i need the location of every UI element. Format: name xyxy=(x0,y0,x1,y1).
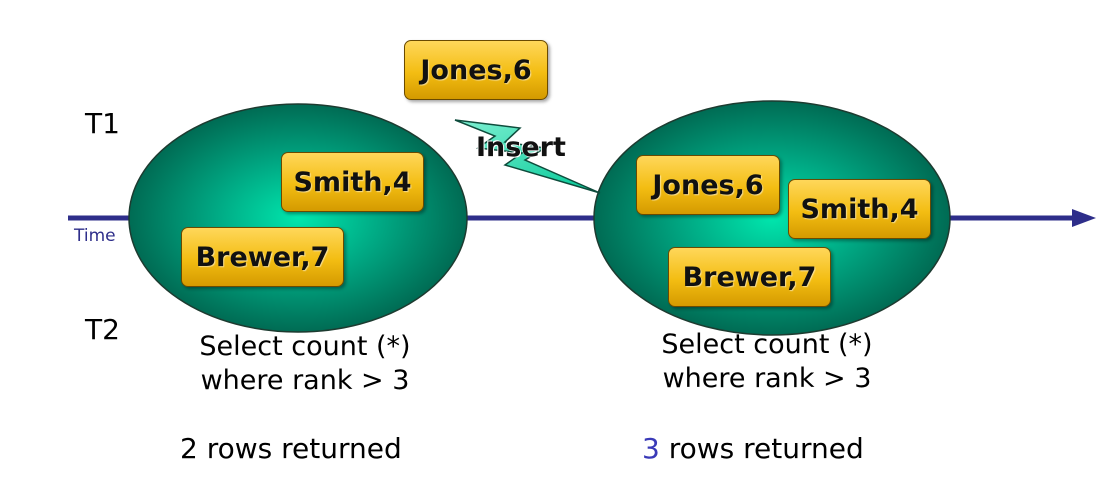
tuple-brewer-before: Brewer,7 xyxy=(181,227,344,287)
insert-lightning-icon xyxy=(454,119,601,194)
query-after-line1: Select count (*) xyxy=(661,329,873,360)
result-before-count: 2 xyxy=(180,432,198,465)
tuple-smith-after: Smith,4 xyxy=(788,179,931,239)
timeline-arrowhead xyxy=(1072,209,1096,227)
tuple-jones-inserted: Jones,6 xyxy=(404,40,548,100)
result-before-text: rows returned xyxy=(206,432,402,465)
tuple-brewer-after: Brewer,7 xyxy=(668,247,831,307)
query-before-line2: where rank > 3 xyxy=(200,365,410,396)
query-before: Select count (*) where rank > 3 xyxy=(160,330,450,398)
tuple-jones-after: Jones,6 xyxy=(636,155,780,215)
result-before: 2 rows returned xyxy=(180,435,402,463)
time-axis-label: Time xyxy=(74,226,116,246)
query-after: Select count (*) where rank > 3 xyxy=(622,328,912,396)
result-after-text: rows returned xyxy=(668,432,864,465)
result-after: 3 rows returned xyxy=(642,435,864,463)
result-after-count: 3 xyxy=(642,432,660,465)
query-after-line2: where rank > 3 xyxy=(662,363,872,394)
thread-label-t1: T1 xyxy=(85,107,120,140)
tuple-smith-before: Smith,4 xyxy=(281,152,424,212)
thread-label-t2: T2 xyxy=(85,313,120,346)
insert-label: Insert xyxy=(476,132,566,163)
snapshot-before-blob xyxy=(128,103,468,333)
query-before-line1: Select count (*) xyxy=(199,331,411,362)
